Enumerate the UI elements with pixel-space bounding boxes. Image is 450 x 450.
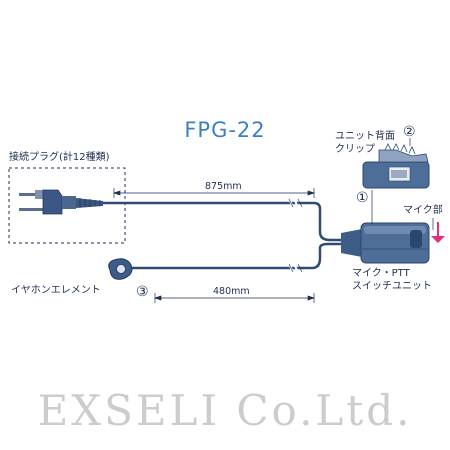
marker-1: ① [356, 190, 369, 206]
connector-plug [19, 189, 103, 215]
mic-part-label: マイク部 [403, 205, 443, 216]
product-title: FPG-22 [184, 118, 266, 142]
cable-lower [130, 242, 345, 270]
earphone-element [108, 258, 133, 280]
upper-length-label: 875mm [205, 181, 242, 192]
dimension-line-lower [153, 293, 316, 303]
company-watermark: EXSELI Co.Ltd. [37, 386, 413, 435]
back-clip [362, 143, 430, 189]
marker-3: ③ [136, 284, 149, 300]
cable-upper [103, 201, 345, 242]
marker-2: ② [403, 124, 416, 140]
plug-dashed-box [8, 167, 126, 244]
ptt-unit-label: マイク・PTT スイッチユニット [352, 268, 432, 292]
cable-break-marks [288, 198, 299, 273]
plug-label: 接続プラグ(計12種類) [9, 152, 110, 163]
dimension-line-upper [112, 188, 316, 198]
mic-direction-arrow [431, 222, 445, 243]
clip-label: ユニット背面 クリップ [335, 131, 395, 155]
ptt-switch-unit [341, 222, 430, 264]
earphone-label: イヤホンエレメント [11, 285, 101, 296]
lower-length-label: 480mm [213, 286, 250, 297]
